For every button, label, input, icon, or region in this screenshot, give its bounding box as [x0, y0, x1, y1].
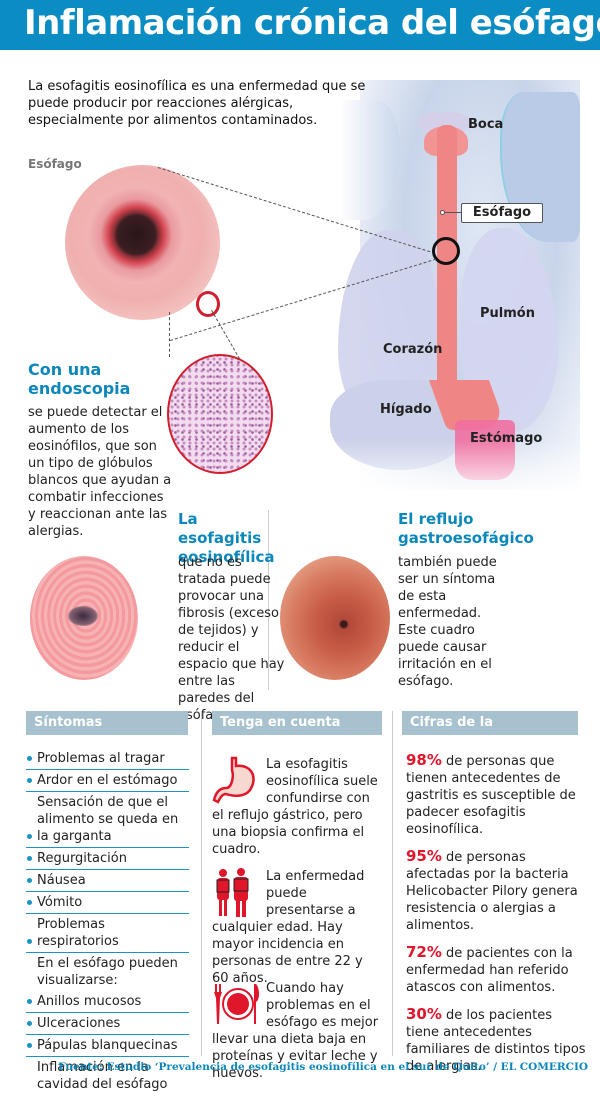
connector-line	[211, 310, 240, 359]
list-item: Anillos mucosos	[26, 991, 189, 1013]
label-pulmon: Pulmón	[480, 306, 535, 321]
stat-item: 30% de los pacientes tiene antecedentes …	[406, 1006, 586, 1075]
page-title: Inflamación crónica del esófago	[24, 3, 600, 43]
stomach-icon	[212, 756, 255, 804]
stat-text: de los pacientes tiene antecedentes fami…	[406, 1008, 586, 1074]
cifras-header: Cifras de la enfermedad	[402, 711, 578, 754]
reflujo-text: también puede ser un síntoma de esta enf…	[398, 555, 497, 689]
stat-text: de personas que tienen antecedentes de g…	[406, 754, 576, 837]
label-corazon: Corazón	[383, 342, 443, 357]
stat-item: 95% de personas afectadas por la bacteri…	[406, 848, 586, 934]
fade-overlay	[330, 440, 600, 500]
list-item: Problemas respiratorios	[26, 914, 189, 953]
tip-item: Cuando hay problemas en el esófago es me…	[212, 980, 382, 1082]
endoscopy-text: se puede detectar el aumento de los eosi…	[28, 405, 172, 539]
label-estomago: Estómago	[470, 431, 543, 446]
stat-percent: 30%	[406, 1005, 442, 1023]
zoom-ring-icon	[432, 237, 460, 265]
connector-line	[169, 312, 170, 357]
intro-text: La esofagitis eosinofílica es una enferm…	[28, 79, 366, 128]
endoscopy-title: Con una endoscopia	[28, 360, 131, 398]
endoscopy-caption: Esófago	[28, 157, 82, 171]
plate-icon	[214, 984, 259, 1024]
sintomas-header: Síntomas	[26, 711, 188, 735]
tip-text: Cuando hay problemas en el esófago es me…	[212, 981, 379, 1081]
list-item: Ardor en el estómago	[26, 770, 189, 792]
list-item: Pápulas blanquecinas	[26, 1035, 189, 1057]
label-boca: Boca	[468, 117, 504, 132]
stat-item: 72% de pacientes con la enfermedad han r…	[406, 944, 586, 996]
tip-text: La esofagitis eosinofílica suele confund…	[212, 757, 378, 857]
detail-ring-icon	[196, 291, 220, 317]
pointer-line	[444, 212, 461, 213]
tenga-header: Tenga en cuenta	[212, 711, 382, 735]
stat-item: 98% de personas que tienen antecedentes …	[406, 752, 586, 838]
eosinofilica-text: que no es tratada puede provocar una fib…	[178, 555, 285, 723]
list-item: Sensación de que el alimento se queda en…	[26, 792, 189, 848]
tip-item: La enfermedad puede presentarse a cualqu…	[212, 868, 382, 987]
stat-percent: 95%	[406, 847, 442, 865]
label-higado: Hígado	[380, 402, 432, 417]
sintomas-list: Problemas al tragar Ardor en el estómago…	[26, 748, 189, 1095]
label-esofago-tag: Esófago	[461, 203, 543, 223]
histology-image	[167, 354, 273, 474]
divider	[392, 711, 393, 1056]
list-item: Regurgitación	[26, 848, 189, 870]
reflux-image	[280, 556, 390, 680]
esophagus-shape	[437, 125, 457, 405]
reflujo-title: El reflujo gastroesofágico	[398, 510, 534, 547]
tip-item: La esofagitis eosinofílica suele confund…	[212, 756, 382, 858]
people-icon	[216, 868, 249, 917]
list-item: Náusea	[26, 870, 189, 892]
list-item: Ulceraciones	[26, 1013, 189, 1035]
list-item: Inflamación en la cavidad del esófago	[37, 1060, 168, 1092]
list-item: En el esófago pueden visualizarse:	[37, 956, 178, 988]
list-item: Problemas al tragar	[26, 748, 189, 770]
list-item: Vómito	[26, 892, 189, 914]
divider	[268, 510, 269, 690]
endoscopy-image	[65, 165, 220, 320]
title-bar: Inflamación crónica del esófago	[0, 0, 600, 50]
stat-percent: 72%	[406, 943, 442, 961]
eosinofilica-title: La esofagitis eosinofílica	[178, 510, 275, 566]
stat-text: de personas afectadas por la bacteria He…	[406, 850, 578, 933]
stat-percent: 98%	[406, 751, 442, 769]
divider	[201, 711, 202, 1056]
tip-text: La enfermedad puede presentarse a cualqu…	[212, 869, 365, 986]
source-footer: Fuente: Estudio ‘Prevalencia de esofagit…	[58, 1061, 588, 1073]
stat-text: de pacientes con la enfermedad han refer…	[406, 946, 573, 995]
fibrosis-image	[30, 556, 138, 680]
